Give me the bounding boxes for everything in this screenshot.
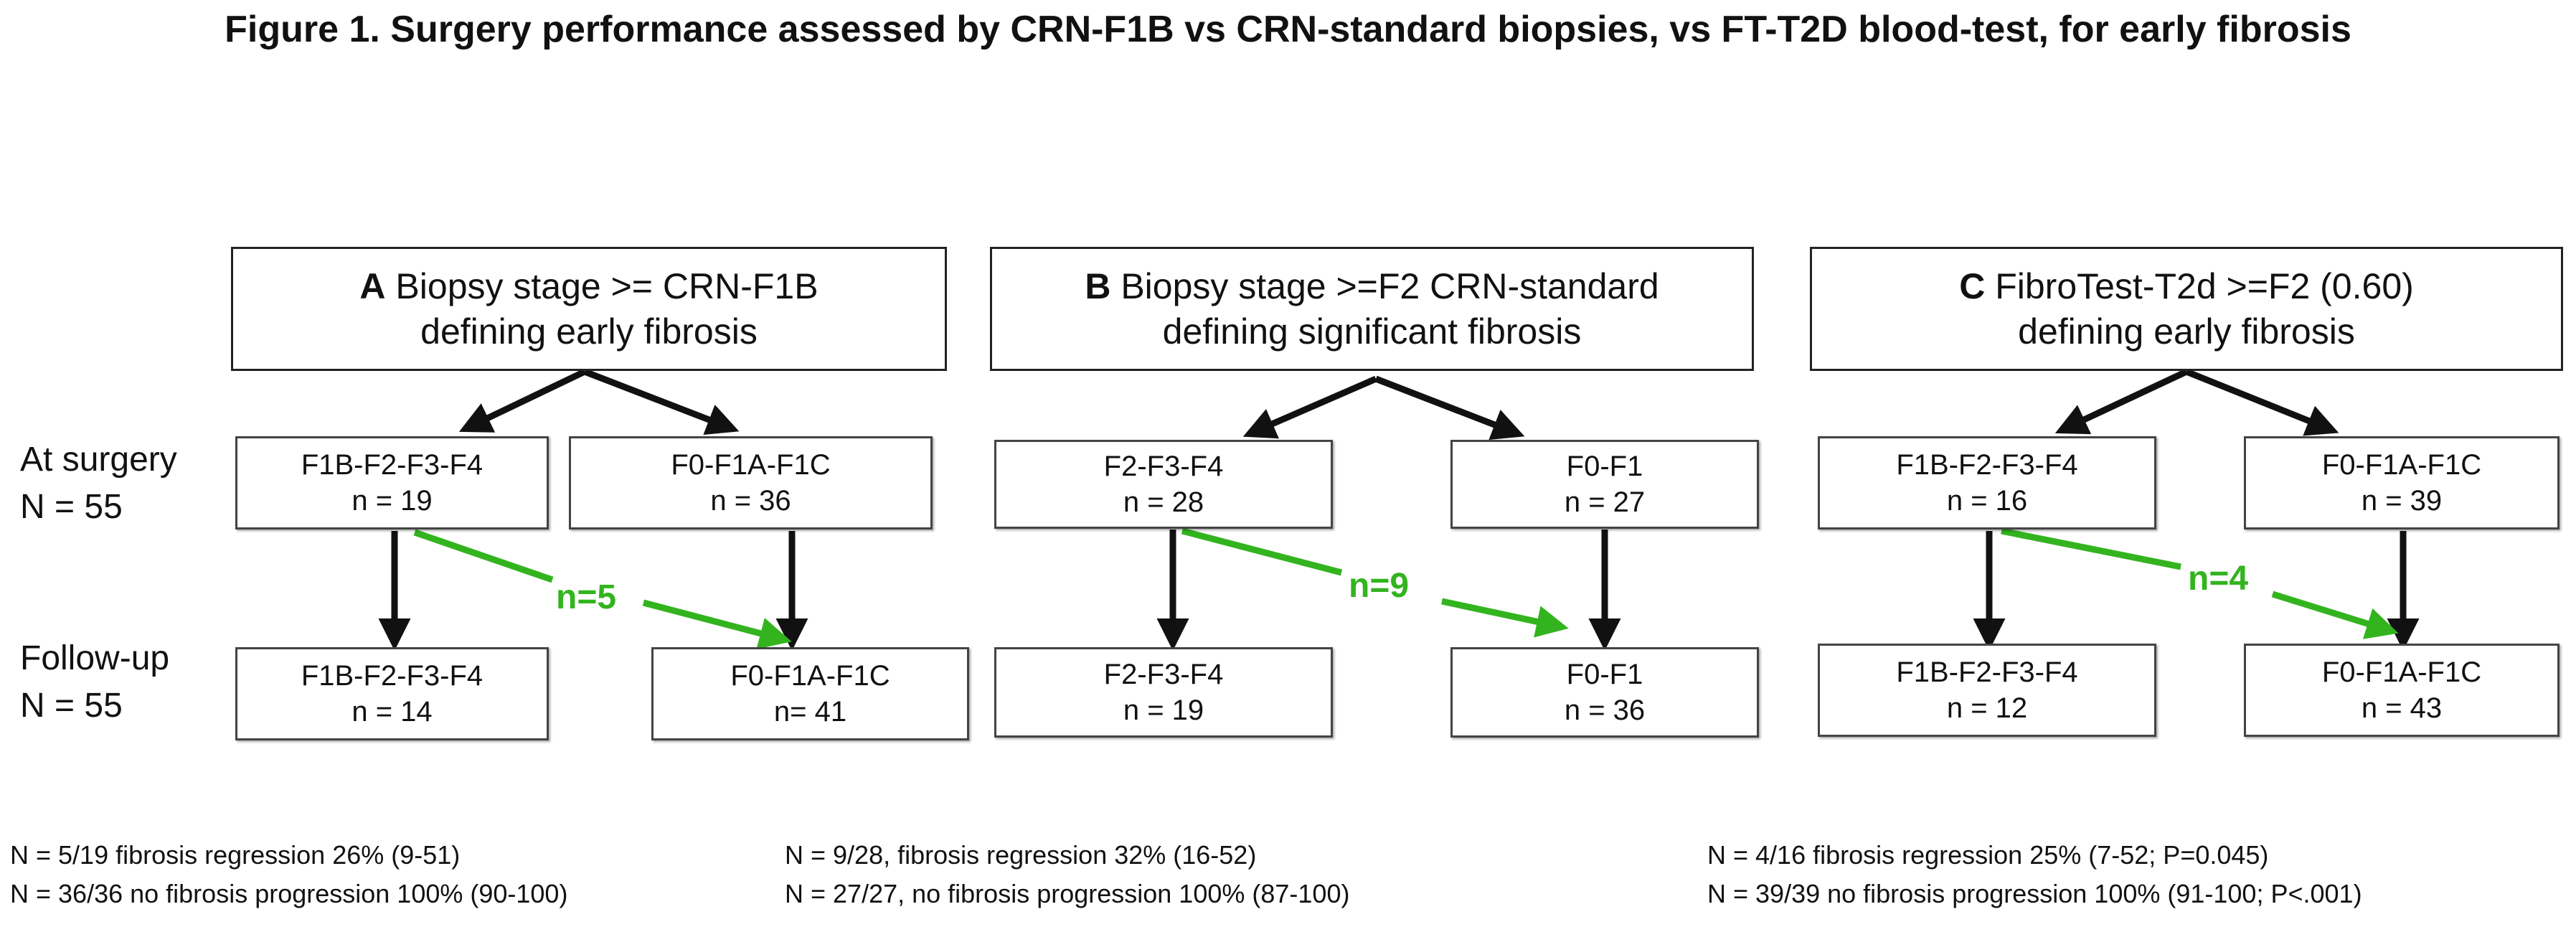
panel-b-header: B Biopsy stage >=F2 CRN-standard definin… [990, 247, 1754, 371]
panel-c-footnote-progression: N = 39/39 no fibrosis progression 100% (… [1707, 879, 2362, 908]
panel-a-followup-positive-count: n = 14 [352, 696, 433, 728]
row-label-surgery-count: N = 55 [20, 488, 123, 526]
panel-c-footnotes: N = 4/16 fibrosis regression 25% (7-52; … [1707, 836, 2362, 913]
panel-a-surgery-negative-count: n = 36 [710, 485, 791, 517]
panel-c-followup-negative-label: F0-F1A-F1C [2321, 657, 2482, 688]
panel-a-subtitle: defining early fibrosis [420, 311, 758, 352]
panel-c-header: C FibroTest-T2d >=F2 (0.60) defining ear… [1810, 247, 2563, 371]
panel-b-surgery-negative-label: F0-F1 [1566, 451, 1643, 482]
panel-c-surgery-positive-count: n = 16 [1946, 485, 2028, 517]
figure-title: Figure 1. Surgery performance assessed b… [225, 9, 2351, 50]
panel-c-split-arrow-left [2054, 368, 2188, 435]
panel-a-split-arrow-left [458, 368, 586, 433]
panel-b-surgery-positive-count: n = 28 [1123, 486, 1204, 518]
panel-b-surgery-negative-count: n = 27 [1564, 486, 1646, 518]
panel-b-transition-arrow-start [1181, 527, 1343, 576]
panel-a-footnote-progression: N = 36/36 no fibrosis progression 100% (… [10, 879, 568, 908]
panel-c-followup-positive-label: F1B-F2-F3-F4 [1896, 657, 2078, 688]
panel-c-letter: C [1959, 266, 1986, 306]
panel-c-surgery-negative-label: F0-F1A-F1C [2321, 449, 2482, 481]
panel-b-subtitle: defining significant fibrosis [1162, 311, 1582, 352]
panel-a-title: Biopsy stage >= CRN-F1B [385, 266, 818, 306]
panel-b-followup-positive-label: F2-F3-F4 [1103, 659, 1224, 690]
panel-a-letter: A [359, 266, 386, 306]
panel-b-letter: B [1085, 266, 1111, 306]
panel-c-transition-arrow [2271, 590, 2399, 639]
row-label-surgery-title: At surgery [20, 441, 177, 479]
panel-a-followup-negative: F0-F1A-F1C n= 41 [651, 647, 969, 740]
panel-b-title: Biopsy stage >=F2 CRN-standard [1110, 266, 1659, 306]
panel-b-followup-negative-label: F0-F1 [1566, 659, 1643, 690]
panel-b-transition-label: n=9 [1349, 567, 1409, 605]
panel-a-surgery-positive-label: F1B-F2-F3-F4 [301, 449, 483, 481]
row-label-followup-title: Follow-up [20, 639, 170, 677]
panel-a-surgery-negative-label: F0-F1A-F1C [671, 449, 831, 481]
panel-c-surgery-positive-label: F1B-F2-F3-F4 [1896, 449, 2078, 481]
panel-b-split-arrow-right [1374, 375, 1525, 440]
panel-a-transition-arrow-start [413, 529, 554, 583]
panel-c-surgery-negative-count: n = 39 [2361, 485, 2443, 517]
panel-c-transition-arrow-start [2001, 527, 2181, 570]
row-label-surgery: At surgery N = 55 [20, 436, 177, 531]
panel-b-followup-negative-count: n = 36 [1564, 695, 1646, 726]
panel-b-followup-negative: F0-F1 n = 36 [1450, 647, 1759, 738]
panel-c-split-arrow-right [2185, 368, 2339, 436]
panel-c-followup-negative-count: n = 43 [2361, 692, 2443, 724]
panel-b-surgery-positive-label: F2-F3-F4 [1103, 451, 1224, 482]
panel-c-followup-positive: F1B-F2-F3-F4 n = 12 [1818, 644, 2156, 737]
panel-b-arrows: n=9 [1156, 375, 1621, 651]
row-label-followup: Follow-up N = 55 [20, 635, 169, 730]
panel-b-followup-positive: F2-F3-F4 n = 19 [994, 647, 1333, 738]
panel-c-surgery-negative: F0-F1A-F1C n = 39 [2244, 436, 2560, 530]
panel-c-title: FibroTest-T2d >=F2 (0.60) [1985, 266, 2414, 306]
panel-c-transition-label: n=4 [2188, 560, 2248, 598]
panel-b-split-arrow-left [1242, 375, 1377, 439]
panel-a-followup-negative-label: F0-F1A-F1C [730, 660, 890, 692]
panel-a-footnotes: N = 5/19 fibrosis regression 26% (9-51) … [10, 836, 567, 913]
panel-a-surgery-positive: F1B-F2-F3-F4 n = 19 [235, 436, 549, 530]
panel-b-surgery-positive: F2-F3-F4 n = 28 [994, 440, 1333, 529]
panel-a-surgery-positive-count: n = 19 [352, 485, 433, 517]
panel-b-footnote-regression: N = 9/28, fibrosis regression 32% (16-52… [785, 840, 1257, 870]
panel-a-followup-positive: F1B-F2-F3-F4 n = 14 [235, 647, 549, 740]
panel-b-followup-positive-count: n = 19 [1123, 695, 1204, 726]
panel-c-subtitle: defining early fibrosis [2018, 311, 2355, 352]
panel-a-header: A Biopsy stage >= CRN-F1B defining early… [231, 247, 947, 371]
panel-c-followup-negative: F0-F1A-F1C n = 43 [2244, 644, 2560, 737]
panel-b-surgery-negative: F0-F1 n = 27 [1450, 440, 1759, 529]
panel-a-arrows: n=5 [378, 368, 808, 651]
panel-a-transition-label: n=5 [556, 578, 616, 616]
panel-b-footnotes: N = 9/28, fibrosis regression 32% (16-52… [785, 836, 1349, 913]
panel-a-transition-arrow [642, 599, 792, 649]
panel-c-surgery-positive: F1B-F2-F3-F4 n = 16 [1818, 436, 2156, 530]
panel-b-transition-arrow [1441, 598, 1569, 638]
panel-b-footnote-progression: N = 27/27, no fibrosis progression 100% … [785, 879, 1350, 908]
panel-a-followup-positive-label: F1B-F2-F3-F4 [301, 660, 483, 692]
panel-a-surgery-negative: F0-F1A-F1C n = 36 [569, 436, 933, 530]
row-label-followup-count: N = 55 [20, 687, 123, 725]
panel-c-followup-positive-count: n = 12 [1946, 692, 2028, 724]
panel-c-arrows: n=4 [1973, 368, 2420, 651]
panel-a-split-arrow-right [583, 368, 740, 436]
panel-a-footnote-regression: N = 5/19 fibrosis regression 26% (9-51) [10, 840, 461, 870]
panel-c-footnote-regression: N = 4/16 fibrosis regression 25% (7-52; … [1707, 840, 2269, 870]
panel-a-followup-negative-count: n= 41 [773, 696, 847, 728]
